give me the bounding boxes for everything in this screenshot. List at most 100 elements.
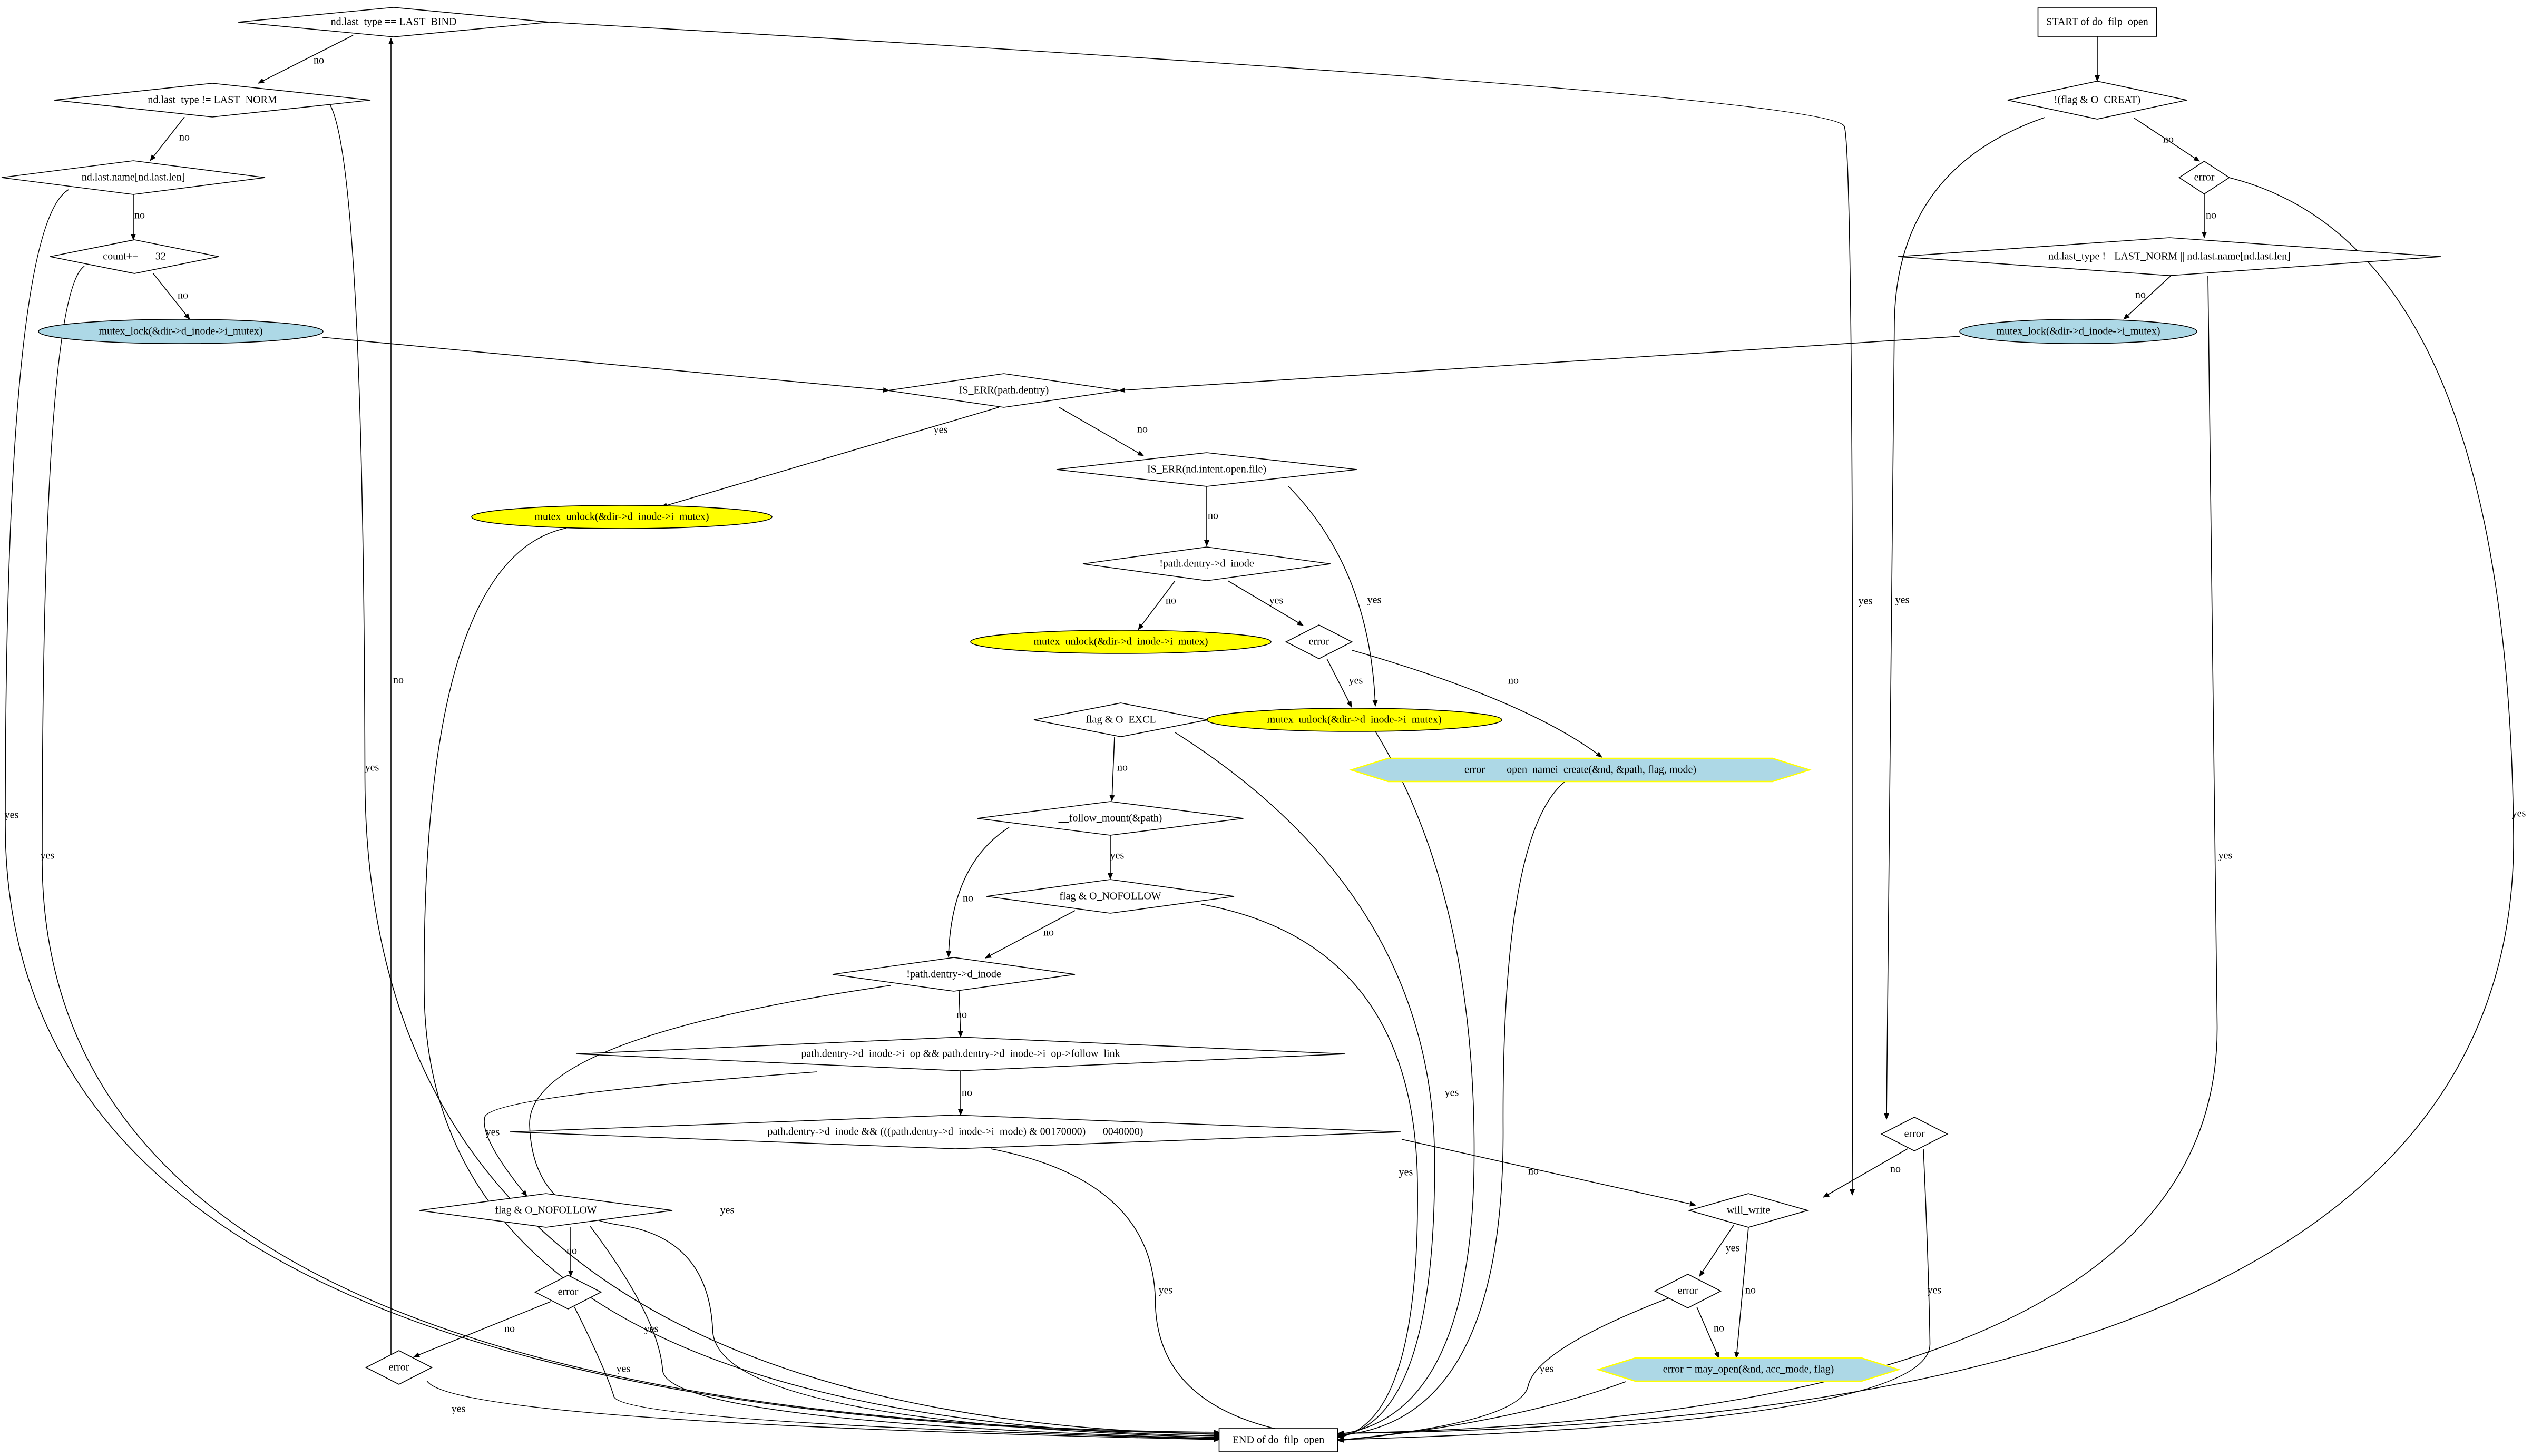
edge-d_iserr-to-unlock1: [661, 407, 999, 508]
edge-label-d_err5-to-d_willwrite: no: [1890, 1164, 1901, 1175]
node-shape-unlock2: [970, 630, 1272, 654]
edge-d_followlink-to-d_nofollow2: [484, 1071, 817, 1197]
node-d_willwrite: will_write: [1687, 1193, 1810, 1228]
node-shape-d_iserr: [887, 373, 1120, 408]
node-label-d_err1: error: [2194, 172, 2215, 183]
edge-label-d_isdir-to-end: yes: [1159, 1285, 1173, 1296]
edge-d_nofollow1-to-end: [1201, 904, 1418, 1439]
edge-labels-layer: no yes no yes no yes no yes no yes no yes no yes yes no…: [5, 55, 2526, 1415]
node-mayopen: error = may_open(&nd, acc_mode, flag): [1596, 1357, 1901, 1382]
edge-d_err2-to-unlock3: [1326, 658, 1352, 708]
node-label-start: START of do_filp_open: [2046, 16, 2148, 28]
node-label-lock_r: mutex_lock(&dir->d_inode->i_mutex): [1997, 326, 2160, 337]
edge-label-d_err5-to-end: yes: [1928, 1285, 1942, 1296]
edge-d_iserr_int-to-unlock3: [1288, 486, 1378, 707]
edge-d_isdir-to-d_willwrite: [1401, 1139, 1696, 1207]
edge-label-d_err6-to-mayopen: no: [1714, 1323, 1724, 1334]
node-d_bind: nd.last_type == LAST_BIND: [238, 7, 550, 37]
node-d_dinode2: !path.dentry->d_inode: [832, 957, 1076, 992]
edge-label-d_err4-to-end: yes: [452, 1403, 466, 1415]
node-label-end: END of do_filp_open: [1233, 1434, 1324, 1446]
node-label-d_err2: error: [1309, 636, 1329, 648]
edge-label-d_name-to-d_count: no: [134, 210, 145, 221]
edge-d_count-to-lock_l: [152, 272, 190, 320]
node-d_iserr_int: IS_ERR(nd.intent.open.file): [1056, 452, 1357, 487]
edge-label-d_dinode1-to-d_err2: yes: [1269, 595, 1284, 607]
node-lock_l: mutex_lock(&dir->d_inode->i_mutex): [38, 319, 324, 344]
node-shape-d_followlink: [575, 1037, 1346, 1071]
node-d_creat: !(flag & O_CREAT): [2007, 81, 2187, 120]
node-shape-d_err6: [1654, 1274, 1722, 1308]
edge-d_bind-to-d_norm: [258, 35, 354, 84]
node-shape-d_willwrite: [1687, 1193, 1810, 1228]
edge-label-d_count-to-end: yes: [41, 850, 55, 862]
node-shape-d_norm_len: [1898, 237, 2441, 276]
node-unlock2: mutex_unlock(&dir->d_inode->i_mutex): [970, 630, 1272, 654]
node-shape-d_isdir: [510, 1115, 1401, 1149]
edge-d_creat-to-d_err5: [1884, 117, 2045, 1120]
edge-label-d_dinode2-to-end: yes: [720, 1205, 735, 1216]
edge-label-d_err6-to-end: yes: [1540, 1363, 1554, 1375]
node-d_excl: flag & O_EXCL: [1033, 702, 1208, 737]
node-unlock1: mutex_unlock(&dir->d_inode->i_mutex): [471, 505, 773, 529]
edge-label-d_err1-to-d_norm_len: no: [2206, 210, 2216, 221]
edge-d_dinode1-to-d_err2: [1227, 580, 1304, 626]
node-shape-d_bind: [238, 7, 550, 37]
node-d_nofollow2: flag & O_NOFOLLOW: [419, 1193, 673, 1228]
edges-layer: [5, 22, 2514, 1443]
edge-mayopen-to-end: [1337, 1381, 1626, 1443]
edge-label-d_err1-to-end: yes: [2512, 808, 2526, 819]
edge-d_err5-to-end: [1337, 1148, 1931, 1442]
node-shape-d_norm: [54, 83, 371, 118]
node-d_nofollow1: flag & O_NOFOLLOW: [986, 879, 1235, 914]
edge-d_norm_len-to-end: [1337, 275, 2218, 1436]
edge-label-d_nofollow2-to-end: yes: [644, 1323, 659, 1335]
node-d_follow: __follow_mount(&path): [977, 801, 1244, 836]
node-d_isdir: path.dentry->d_inode && (((path.dentry->…: [510, 1115, 1401, 1149]
edge-d_creat-to-d_err1: [2134, 118, 2200, 162]
node-lock_r: mutex_lock(&dir->d_inode->i_mutex): [1959, 319, 2197, 344]
edge-label-d_willwrite-to-mayopen: no: [1745, 1285, 1756, 1296]
node-d_err2: error: [1285, 624, 1353, 659]
node-d_iserr: IS_ERR(path.dentry): [887, 373, 1120, 408]
node-label-d_follow: __follow_mount(&path): [1058, 813, 1162, 824]
edge-d_err4-to-end: [426, 1380, 1220, 1442]
edge-d_willwrite-to-d_err6: [1699, 1225, 1734, 1277]
node-d_norm_len: nd.last_type != LAST_NORM || nd.last.nam…: [1898, 237, 2441, 276]
node-label-d_err5: error: [1904, 1128, 1925, 1140]
node-shape-unlock1: [471, 505, 773, 529]
node-shape-d_err3: [534, 1275, 602, 1310]
node-label-d_nofollow2: flag & O_NOFOLLOW: [495, 1205, 597, 1216]
node-label-d_creat: !(flag & O_CREAT): [2054, 94, 2140, 106]
node-label-d_norm_len: nd.last_type != LAST_NORM || nd.last.nam…: [2048, 251, 2291, 262]
node-shape-create: [1348, 757, 1812, 783]
edge-d_nofollow2-to-end: [590, 1226, 1220, 1441]
edge-label-d_iserr_int-to-d_dinode1: no: [1208, 510, 1218, 522]
edge-label-d_follow-to-d_dinode2: no: [963, 893, 973, 904]
edge-label-d_norm-to-d_name: no: [179, 132, 190, 143]
node-label-d_dinode2: !path.dentry->d_inode: [906, 969, 1001, 980]
node-label-d_err6: error: [1678, 1285, 1698, 1297]
edge-d_excl-to-end: [1175, 732, 1435, 1439]
edge-create-to-end: [1337, 781, 1566, 1438]
edge-label-d_iserr-to-d_iserr_int: no: [1137, 424, 1148, 435]
edge-label-d_err3-to-d_err4: no: [504, 1323, 515, 1335]
node-label-d_norm: nd.last_type != LAST_NORM: [148, 94, 277, 106]
edge-label-d_err2-to-unlock3: yes: [1349, 675, 1363, 687]
edge-unlock3-to-end: [1337, 731, 1475, 1437]
node-shape-d_dinode1: [1082, 546, 1331, 581]
node-d_err1: error: [2178, 161, 2230, 194]
node-shape-d_nofollow1: [986, 879, 1235, 914]
node-shape-d_name: [1, 160, 266, 195]
node-unlock3: mutex_unlock(&dir->d_inode->i_mutex): [1206, 708, 1502, 732]
edge-label-d_norm_len-to-lock_r: no: [2135, 289, 2146, 301]
node-d_err4: error: [365, 1350, 433, 1385]
node-shape-d_err2: [1285, 624, 1353, 659]
edge-label-d_nofollow1-to-d_dinode2: no: [1043, 927, 1054, 939]
edge-lock_r-to-d_iserr: [1119, 336, 1961, 393]
edge-d_iserr-to-d_iserr_int: [1059, 407, 1144, 456]
node-shape-d_err5: [1880, 1117, 1949, 1151]
edge-d_err1-to-end: [1337, 177, 2514, 1436]
node-shape-d_nofollow2: [419, 1193, 673, 1228]
